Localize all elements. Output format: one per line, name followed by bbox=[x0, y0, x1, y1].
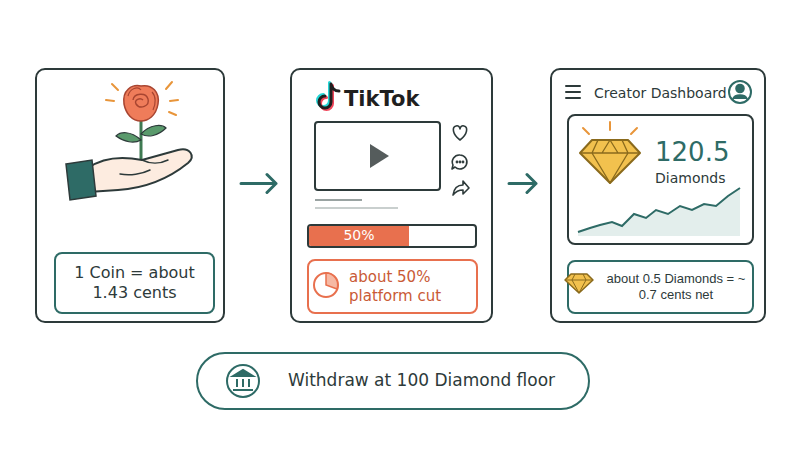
small-diamond-icon bbox=[565, 274, 593, 293]
rose-gift-illustration bbox=[66, 82, 192, 200]
panel-box: TikTok 50% about 50% platform cut bbox=[290, 68, 493, 323]
panel-box: 1 Coin = about 1.43 cents bbox=[35, 68, 225, 323]
rate-text: 1 Coin = about 1.43 cents bbox=[64, 254, 205, 312]
balance-box: 120.5Diamonds bbox=[567, 114, 754, 245]
withdraw-text: Withdraw at 100 Diamond floor bbox=[288, 354, 578, 407]
diamond-icon bbox=[580, 122, 640, 183]
pie-icon bbox=[314, 273, 338, 297]
flow-arrow bbox=[241, 175, 276, 193]
info-box: 1 Coin = about 1.43 cents bbox=[54, 252, 215, 314]
bank-icon bbox=[227, 365, 259, 397]
flow-arrow bbox=[509, 175, 536, 193]
video-player bbox=[315, 122, 440, 208]
balance-unit: Diamonds bbox=[655, 170, 726, 188]
brand-title: TikTok bbox=[344, 86, 419, 112]
withdraw-pill: Withdraw at 100 Diamond floor bbox=[196, 352, 590, 410]
net-text: about 0.5 Diamonds = ~ 0.7 cents net bbox=[601, 262, 751, 312]
net-box: about 0.5 Diamonds = ~ 0.7 cents net bbox=[567, 260, 754, 314]
progress-bar: 50% bbox=[307, 224, 477, 248]
revenue-chart bbox=[578, 188, 740, 236]
dashboard-title: Creator Dashboard bbox=[594, 85, 727, 103]
cut-box: about 50% platform cut bbox=[307, 259, 478, 314]
percent-label: 50% bbox=[309, 227, 409, 245]
balance-number: 120.5 bbox=[655, 136, 729, 169]
action-icons bbox=[452, 126, 469, 195]
panel-box: Creator Dashboard 120.5Diamonds about 0.5 … bbox=[550, 68, 766, 323]
tiktok-logo bbox=[318, 83, 340, 110]
dashboard-header-icons bbox=[566, 81, 751, 103]
cut-text: about 50% platform cut bbox=[349, 261, 471, 312]
